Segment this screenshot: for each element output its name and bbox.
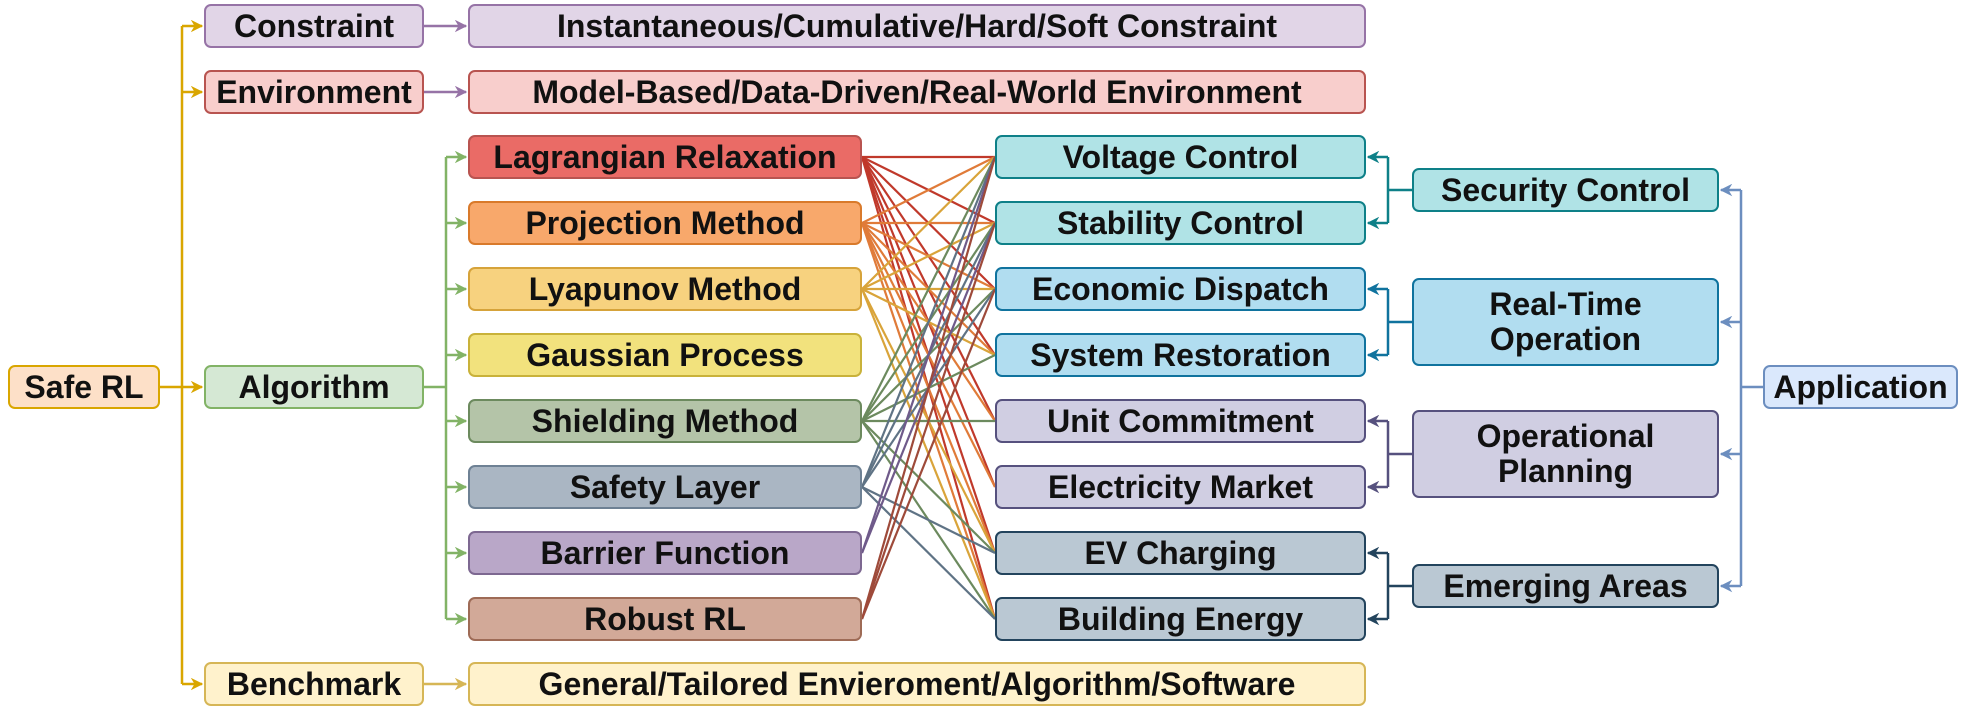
group-label-line: Operation bbox=[1489, 321, 1642, 357]
application-ev-charging: EV Charging bbox=[995, 531, 1366, 575]
safe-rl-node: Safe RL bbox=[8, 365, 160, 409]
group-label-line: Emerging Areas bbox=[1443, 567, 1688, 604]
application-voltage-control: Voltage Control bbox=[995, 135, 1366, 179]
benchmark-detail-node: General/Tailored Envieroment/Algorithm/S… bbox=[468, 662, 1366, 706]
constraint-detail-node: Instantaneous/Cumulative/Hard/Soft Const… bbox=[468, 4, 1366, 48]
method-application-link bbox=[861, 156, 996, 224]
environment-detail-node: Model-Based/Data-Driven/Real-World Envir… bbox=[468, 70, 1366, 114]
group-operational-planning: Operational Planning bbox=[1412, 410, 1719, 498]
application-stability-control: Stability Control bbox=[995, 201, 1366, 245]
method-application-link bbox=[860, 156, 997, 488]
application-economic-dispatch: Economic Dispatch bbox=[995, 267, 1366, 311]
group-label-line: Operational bbox=[1476, 418, 1655, 455]
application-unit-commitment: Unit Commitment bbox=[995, 399, 1366, 443]
group-security-control: Security Control bbox=[1412, 168, 1719, 212]
method-application-link bbox=[861, 156, 996, 290]
group-real-time-operation: Real-Time Operation bbox=[1412, 278, 1719, 366]
application-system-restoration: System Restoration bbox=[995, 333, 1366, 377]
environment-node: Environment bbox=[204, 70, 424, 114]
method-application-link bbox=[860, 288, 997, 620]
algorithm-safety-layer: Safety Layer bbox=[468, 465, 862, 509]
application-root-node: Application bbox=[1763, 365, 1958, 409]
algorithm-gaussian-process: Gaussian Process bbox=[468, 333, 862, 377]
method-application-link bbox=[861, 420, 996, 554]
algorithm-shielding-method: Shielding Method bbox=[468, 399, 862, 443]
group-emerging-areas: Emerging Areas bbox=[1412, 564, 1719, 608]
algorithm-lagrangian-relaxation: Lagrangian Relaxation bbox=[468, 135, 862, 179]
algorithm-projection-method: Projection Method bbox=[468, 201, 862, 245]
benchmark-node: Benchmark bbox=[204, 662, 424, 706]
method-application-link bbox=[860, 156, 997, 620]
group-label-line: Security Control bbox=[1441, 171, 1690, 208]
algorithm-robust-rl: Robust RL bbox=[468, 597, 862, 641]
method-application-link bbox=[861, 156, 996, 422]
algorithm-lyapunov-method: Lyapunov Method bbox=[468, 267, 862, 311]
method-application-link bbox=[861, 486, 996, 620]
method-application-link bbox=[860, 222, 997, 620]
algorithm-barrier-function: Barrier Function bbox=[468, 531, 862, 575]
constraint-node: Constraint bbox=[204, 4, 424, 48]
group-label-line: Real-Time bbox=[1489, 286, 1642, 323]
algorithm-node: Algorithm bbox=[204, 365, 424, 409]
application-building-energy: Building Energy bbox=[995, 597, 1366, 641]
application-electricity-market: Electricity Market bbox=[995, 465, 1366, 509]
group-label-line: Planning bbox=[1497, 453, 1634, 489]
method-application-link bbox=[860, 156, 997, 554]
